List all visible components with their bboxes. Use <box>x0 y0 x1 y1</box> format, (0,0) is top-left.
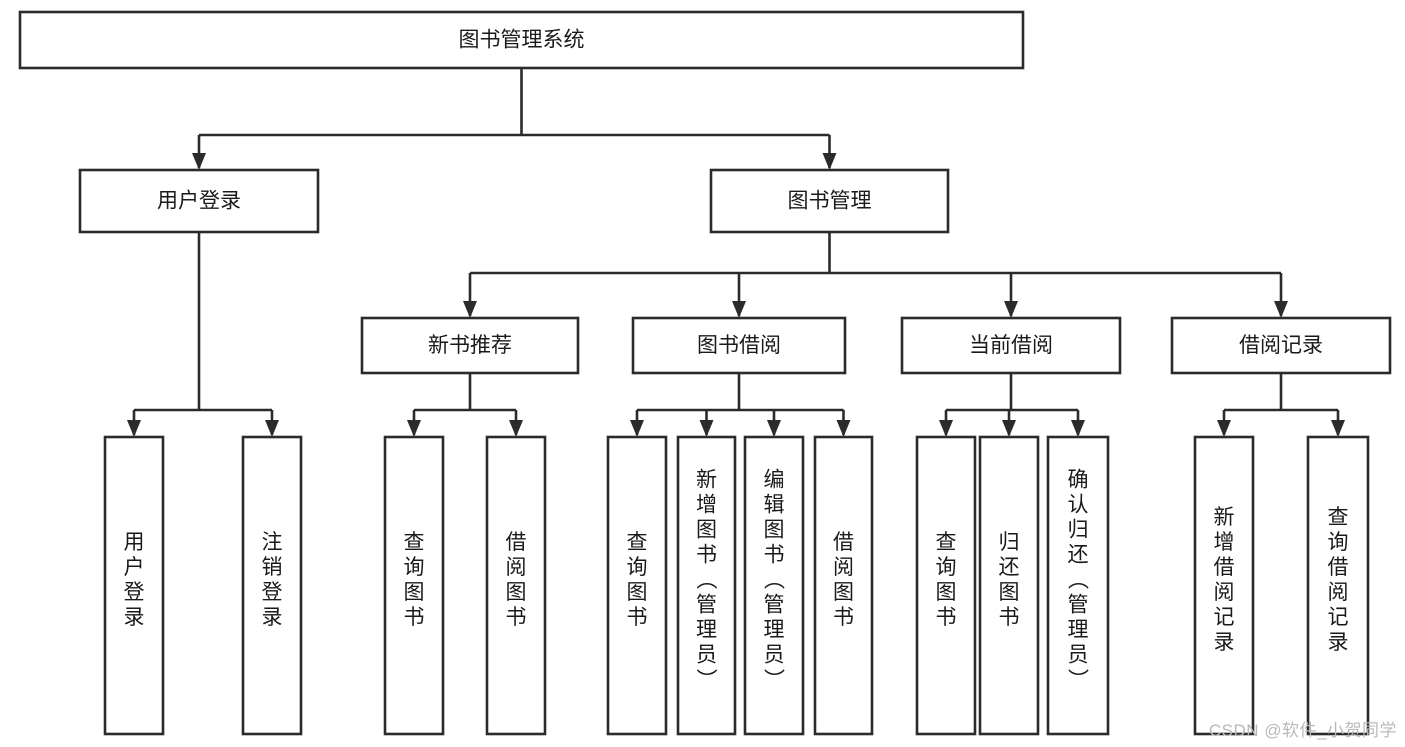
node-root-label: 图书管理系统 <box>459 29 585 52</box>
csdn-watermark: CSDN @软件_小贺同学 <box>1208 721 1397 740</box>
node-leaf-query-book-3-box[interactable] <box>915 435 977 736</box>
node-current-borrow[interactable]: 当前借阅 <box>900 316 1122 375</box>
node-current-borrow-box[interactable] <box>900 316 1122 375</box>
node-leaf-user-login-label: 用户登录 <box>124 531 145 629</box>
node-new-book-rec[interactable]: 新书推荐 <box>360 316 580 375</box>
node-leaf-query-book-3-label: 查询图书 <box>936 531 957 629</box>
node-leaf-borrow-book-2-box[interactable] <box>813 435 874 736</box>
node-leaf-query-record-box[interactable] <box>1306 435 1370 736</box>
node-book-manage-label: 图书管理 <box>788 190 872 213</box>
arrow-head-icon <box>192 153 206 170</box>
node-user-login[interactable]: 用户登录 <box>78 168 320 234</box>
node-leaf-return-book[interactable]: 归还图书 <box>978 435 1040 736</box>
node-user-login-box[interactable] <box>78 168 320 234</box>
node-leaf-add-record-label: 新增借阅记录 <box>1214 506 1235 654</box>
node-leaf-add-book-label: 新增图书（管理员） <box>696 469 718 692</box>
arrow-head-icon <box>630 420 644 437</box>
node-leaf-add-book[interactable]: 新增图书（管理员） <box>676 435 737 736</box>
arrow-head-icon <box>1071 420 1085 437</box>
node-book-manage-box[interactable] <box>709 168 950 234</box>
node-leaf-confirm-return-label: 确认归还（管理员） <box>1068 469 1090 692</box>
node-leaf-edit-book-box[interactable] <box>743 435 805 736</box>
node-leaf-user-logout-box[interactable] <box>241 435 303 736</box>
node-root-box[interactable] <box>18 10 1025 70</box>
node-leaf-user-login[interactable]: 用户登录 <box>103 435 165 736</box>
arrow-head-icon <box>1331 420 1345 437</box>
node-leaf-borrow-book-2-label: 借阅图书 <box>833 531 854 629</box>
node-leaf-query-book-3[interactable]: 查询图书 <box>915 435 977 736</box>
connectors-layer <box>127 68 1345 437</box>
arrow-head-icon <box>1274 301 1288 318</box>
arrow-head-icon <box>822 153 837 170</box>
node-new-book-rec-box[interactable] <box>360 316 580 375</box>
arrow-head-icon <box>407 420 421 437</box>
node-leaf-query-book-1[interactable]: 查询图书 <box>383 435 445 736</box>
node-leaf-add-record-box[interactable] <box>1193 435 1255 736</box>
node-root[interactable]: 图书管理系统 <box>18 10 1025 70</box>
node-leaf-return-book-label: 归还图书 <box>999 531 1020 629</box>
node-current-borrow-label: 当前借阅 <box>969 334 1053 357</box>
arrow-head-icon <box>732 301 746 318</box>
arrow-head-icon <box>767 420 781 437</box>
arrow-head-icon <box>699 420 714 437</box>
node-leaf-edit-book[interactable]: 编辑图书（管理员） <box>743 435 805 736</box>
node-leaf-add-book-box[interactable] <box>676 435 737 736</box>
arrow-head-icon <box>1004 301 1018 318</box>
node-leaf-query-record-label: 查询借阅记录 <box>1328 506 1349 654</box>
node-leaf-confirm-return-box[interactable] <box>1046 435 1110 736</box>
node-leaf-edit-book-label: 编辑图书（管理员） <box>764 469 786 692</box>
arrow-head-icon <box>265 420 279 437</box>
node-leaf-user-logout[interactable]: 注销登录 <box>241 435 303 736</box>
node-leaf-user-login-box[interactable] <box>103 435 165 736</box>
node-leaf-borrow-book-1-label: 借阅图书 <box>506 531 527 629</box>
nodes-layer: 图书管理系统用户登录图书管理新书推荐图书借阅当前借阅借阅记录用户登录注销登录查询… <box>18 10 1392 736</box>
node-borrow-record-label: 借阅记录 <box>1239 334 1323 357</box>
node-leaf-query-book-1-box[interactable] <box>383 435 445 736</box>
arrow-head-icon <box>509 420 523 437</box>
node-book-borrow[interactable]: 图书借阅 <box>631 316 847 375</box>
node-leaf-query-book-2-label: 查询图书 <box>627 531 648 629</box>
node-leaf-return-book-box[interactable] <box>978 435 1040 736</box>
arrow-head-icon <box>939 420 953 437</box>
arrow-head-icon <box>1217 420 1231 437</box>
node-book-manage[interactable]: 图书管理 <box>709 168 950 234</box>
node-leaf-query-book-2[interactable]: 查询图书 <box>606 435 668 736</box>
node-new-book-rec-label: 新书推荐 <box>428 334 512 357</box>
node-leaf-query-book-1-label: 查询图书 <box>404 531 425 629</box>
node-leaf-add-record[interactable]: 新增借阅记录 <box>1193 435 1255 736</box>
arrow-head-icon <box>836 420 851 437</box>
node-leaf-user-logout-label: 注销登录 <box>262 531 283 629</box>
arrow-head-icon <box>127 420 141 437</box>
node-book-borrow-box[interactable] <box>631 316 847 375</box>
node-leaf-confirm-return[interactable]: 确认归还（管理员） <box>1046 435 1110 736</box>
arrow-head-icon <box>463 301 477 318</box>
node-leaf-borrow-book-1[interactable]: 借阅图书 <box>485 435 547 736</box>
node-leaf-borrow-book-2[interactable]: 借阅图书 <box>813 435 874 736</box>
node-leaf-query-record[interactable]: 查询借阅记录 <box>1306 435 1370 736</box>
node-book-borrow-label: 图书借阅 <box>697 334 781 357</box>
node-leaf-borrow-book-1-box[interactable] <box>485 435 547 736</box>
node-leaf-query-book-2-box[interactable] <box>606 435 668 736</box>
arrow-head-icon <box>1002 420 1016 437</box>
node-user-login-label: 用户登录 <box>157 190 241 213</box>
node-borrow-record[interactable]: 借阅记录 <box>1170 316 1392 375</box>
node-borrow-record-box[interactable] <box>1170 316 1392 375</box>
